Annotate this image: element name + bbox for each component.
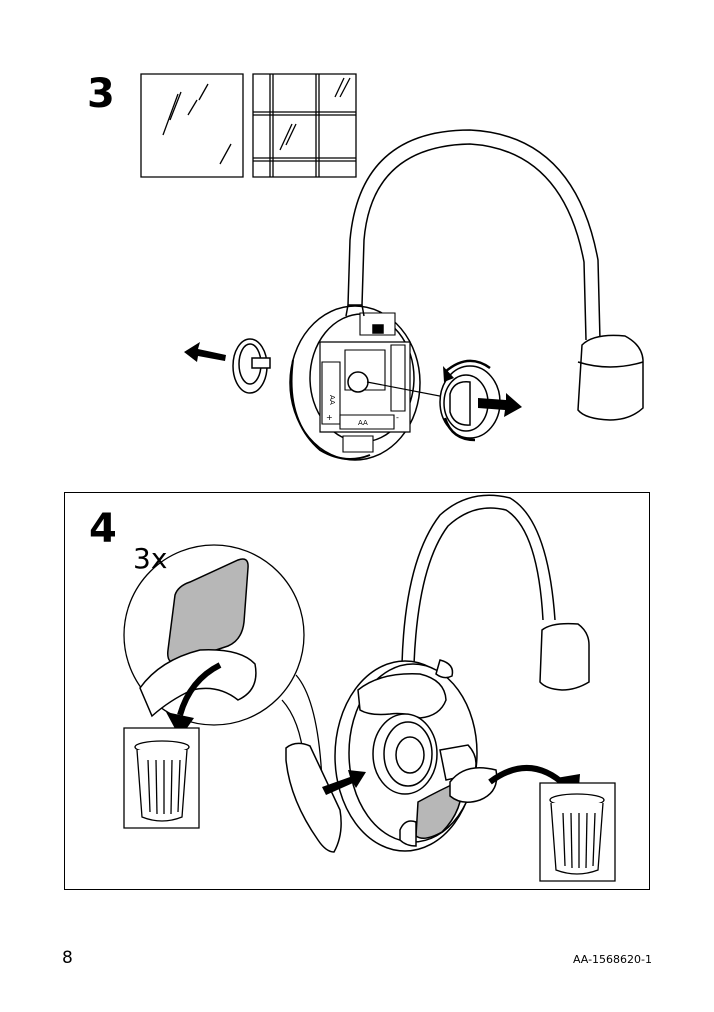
arrow-left-icon [184, 342, 226, 362]
lamp-base-icon [290, 305, 450, 460]
arrow-right-icon [322, 770, 366, 795]
step-4-number: 4 [89, 506, 117, 552]
arrow-curved-icon-1 [180, 665, 220, 715]
quantity-label: 3x [133, 542, 168, 575]
document-code: AA-1568620-1 [572, 953, 652, 966]
lamp-arm-icon [402, 495, 555, 664]
knob-icon [440, 366, 500, 438]
battery-mark-aa-1: AA [328, 395, 336, 405]
adhesive-pad-icon [140, 559, 256, 716]
page-number: 8 [62, 948, 73, 968]
lamp-arm-icon [348, 130, 600, 340]
battery-mark-minus: - [396, 413, 399, 422]
tile-surface-icon [253, 74, 356, 177]
lamp-head-icon [578, 335, 643, 420]
rotate-arrow-icon [445, 361, 490, 440]
glass-surface-icon [141, 74, 243, 177]
arrow-curved-head-1 [166, 712, 194, 738]
lamp-head-icon [540, 624, 589, 690]
step-3-number: 3 [87, 71, 115, 117]
adhesive-pad-peeled-icon [286, 743, 341, 852]
trash-bin-icon [124, 728, 199, 828]
rotate-arrow-head-icon [443, 366, 454, 382]
washer-icon [233, 339, 270, 393]
battery-mark-aa-2: AA [358, 419, 368, 427]
trash-bin-icon [540, 783, 615, 881]
battery-mark-plus: + [326, 413, 333, 422]
detail-circle-icon [124, 545, 322, 780]
arrow-right-icon [478, 393, 522, 417]
adhesive-pad-removed-icon [450, 768, 497, 803]
lamp-base-icon [335, 660, 477, 851]
step-4-frame [64, 492, 650, 890]
